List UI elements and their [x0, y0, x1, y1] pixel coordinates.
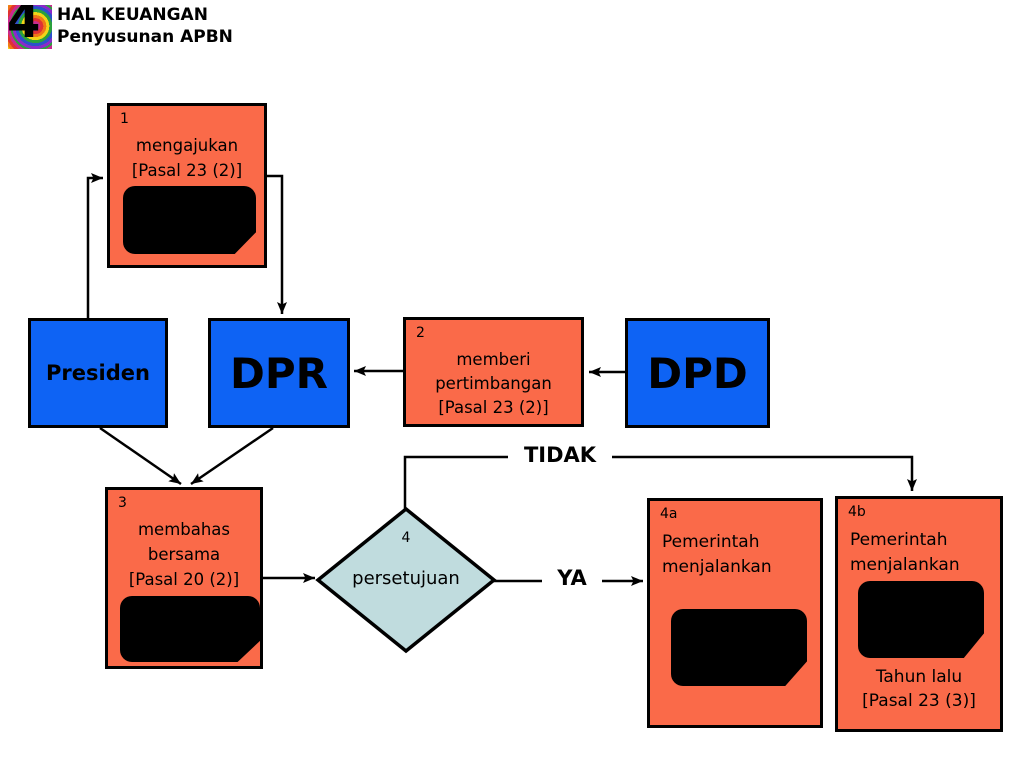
node-text-line: membahas [137, 520, 231, 539]
node-text-line: mengajukan [135, 136, 239, 155]
node-text-line: pertimbangan [435, 374, 552, 393]
edge-box1-to-dpr [267, 174, 287, 314]
node-mengajukan: 1 mengajukan [Pasal 23 (2)] [107, 103, 267, 268]
node-presiden: Presiden [28, 318, 168, 428]
decision-diamond-shape [315, 506, 497, 654]
node-label: DPD [647, 348, 748, 398]
decision-diamond [315, 506, 497, 654]
node-text-line: memberi [456, 350, 531, 369]
node-text: membahas bersama [Pasal 20 (2)] [108, 517, 260, 592]
node-memberi-pertimbangan: 2 memberi pertimbangan [Pasal 23 (2)] [403, 317, 584, 427]
slide-subtitle: Penyusunan APBN [57, 27, 233, 47]
redacted-image-placeholder [120, 596, 260, 662]
node-text-line: [Pasal 23 (2)] [131, 161, 243, 180]
edge-presiden-to-box3 [99, 426, 182, 486]
node-footer-text: Tahun lalu [Pasal 23 (3)] [838, 665, 1000, 713]
node-text-line: menjalankan [662, 557, 772, 577]
node-number: 4 [401, 530, 411, 546]
node-number: 3 [118, 495, 127, 511]
node-label: DPR [230, 348, 328, 398]
node-number: 4b [848, 504, 866, 520]
node-text: memberi pertimbangan [Pasal 23 (2)] [406, 348, 581, 420]
node-number: 4a [660, 506, 678, 522]
node-persetujuan-decision: 4 persetujuan [314, 506, 498, 654]
node-text: mengajukan [Pasal 23 (2)] [110, 133, 264, 183]
redacted-image-placeholder [858, 581, 984, 658]
node-number: 1 [120, 111, 129, 127]
node-text-line: menjalankan [850, 555, 960, 575]
slide-title: HAL KEUANGAN [57, 5, 208, 25]
redacted-image-placeholder [671, 609, 807, 686]
edge-presiden-to-box1 [86, 173, 103, 318]
node-membahas-bersama: 3 membahas bersama [Pasal 20 (2)] [105, 487, 263, 669]
node-pemerintah-menjalankan-tidak: 4b Pemerintah menjalankan Tahun lalu [Pa… [835, 496, 1003, 732]
node-pemerintah-menjalankan-ya: 4a Pemerintah menjalankan [647, 498, 823, 728]
node-text-line: Tahun lalu [875, 667, 963, 687]
node-text-line: bersama [147, 545, 221, 564]
node-text-line: [Pasal 20 (2)] [128, 570, 240, 589]
node-text-line: Pemerintah [850, 530, 948, 550]
edge-label-tidak: TIDAK [508, 443, 612, 467]
node-label: persetujuan [352, 568, 460, 589]
edge-label-ya: YA [542, 566, 602, 590]
redacted-image-placeholder [123, 186, 256, 254]
node-dpr: DPR [208, 318, 350, 428]
node-text-line: [Pasal 23 (3)] [862, 691, 976, 711]
node-dpd: DPD [625, 318, 770, 428]
node-number: 2 [416, 325, 425, 341]
logo-number: 4 [8, 5, 41, 49]
edge-dpr-to-box3 [190, 426, 274, 486]
spiral-logo-icon: 4 [8, 5, 52, 49]
node-text-line: Pemerintah [662, 532, 760, 552]
node-label: Presiden [46, 361, 150, 385]
node-text-line: [Pasal 23 (2)] [438, 398, 549, 417]
node-text: Pemerintah menjalankan [850, 528, 960, 578]
node-text: Pemerintah menjalankan [662, 530, 772, 580]
